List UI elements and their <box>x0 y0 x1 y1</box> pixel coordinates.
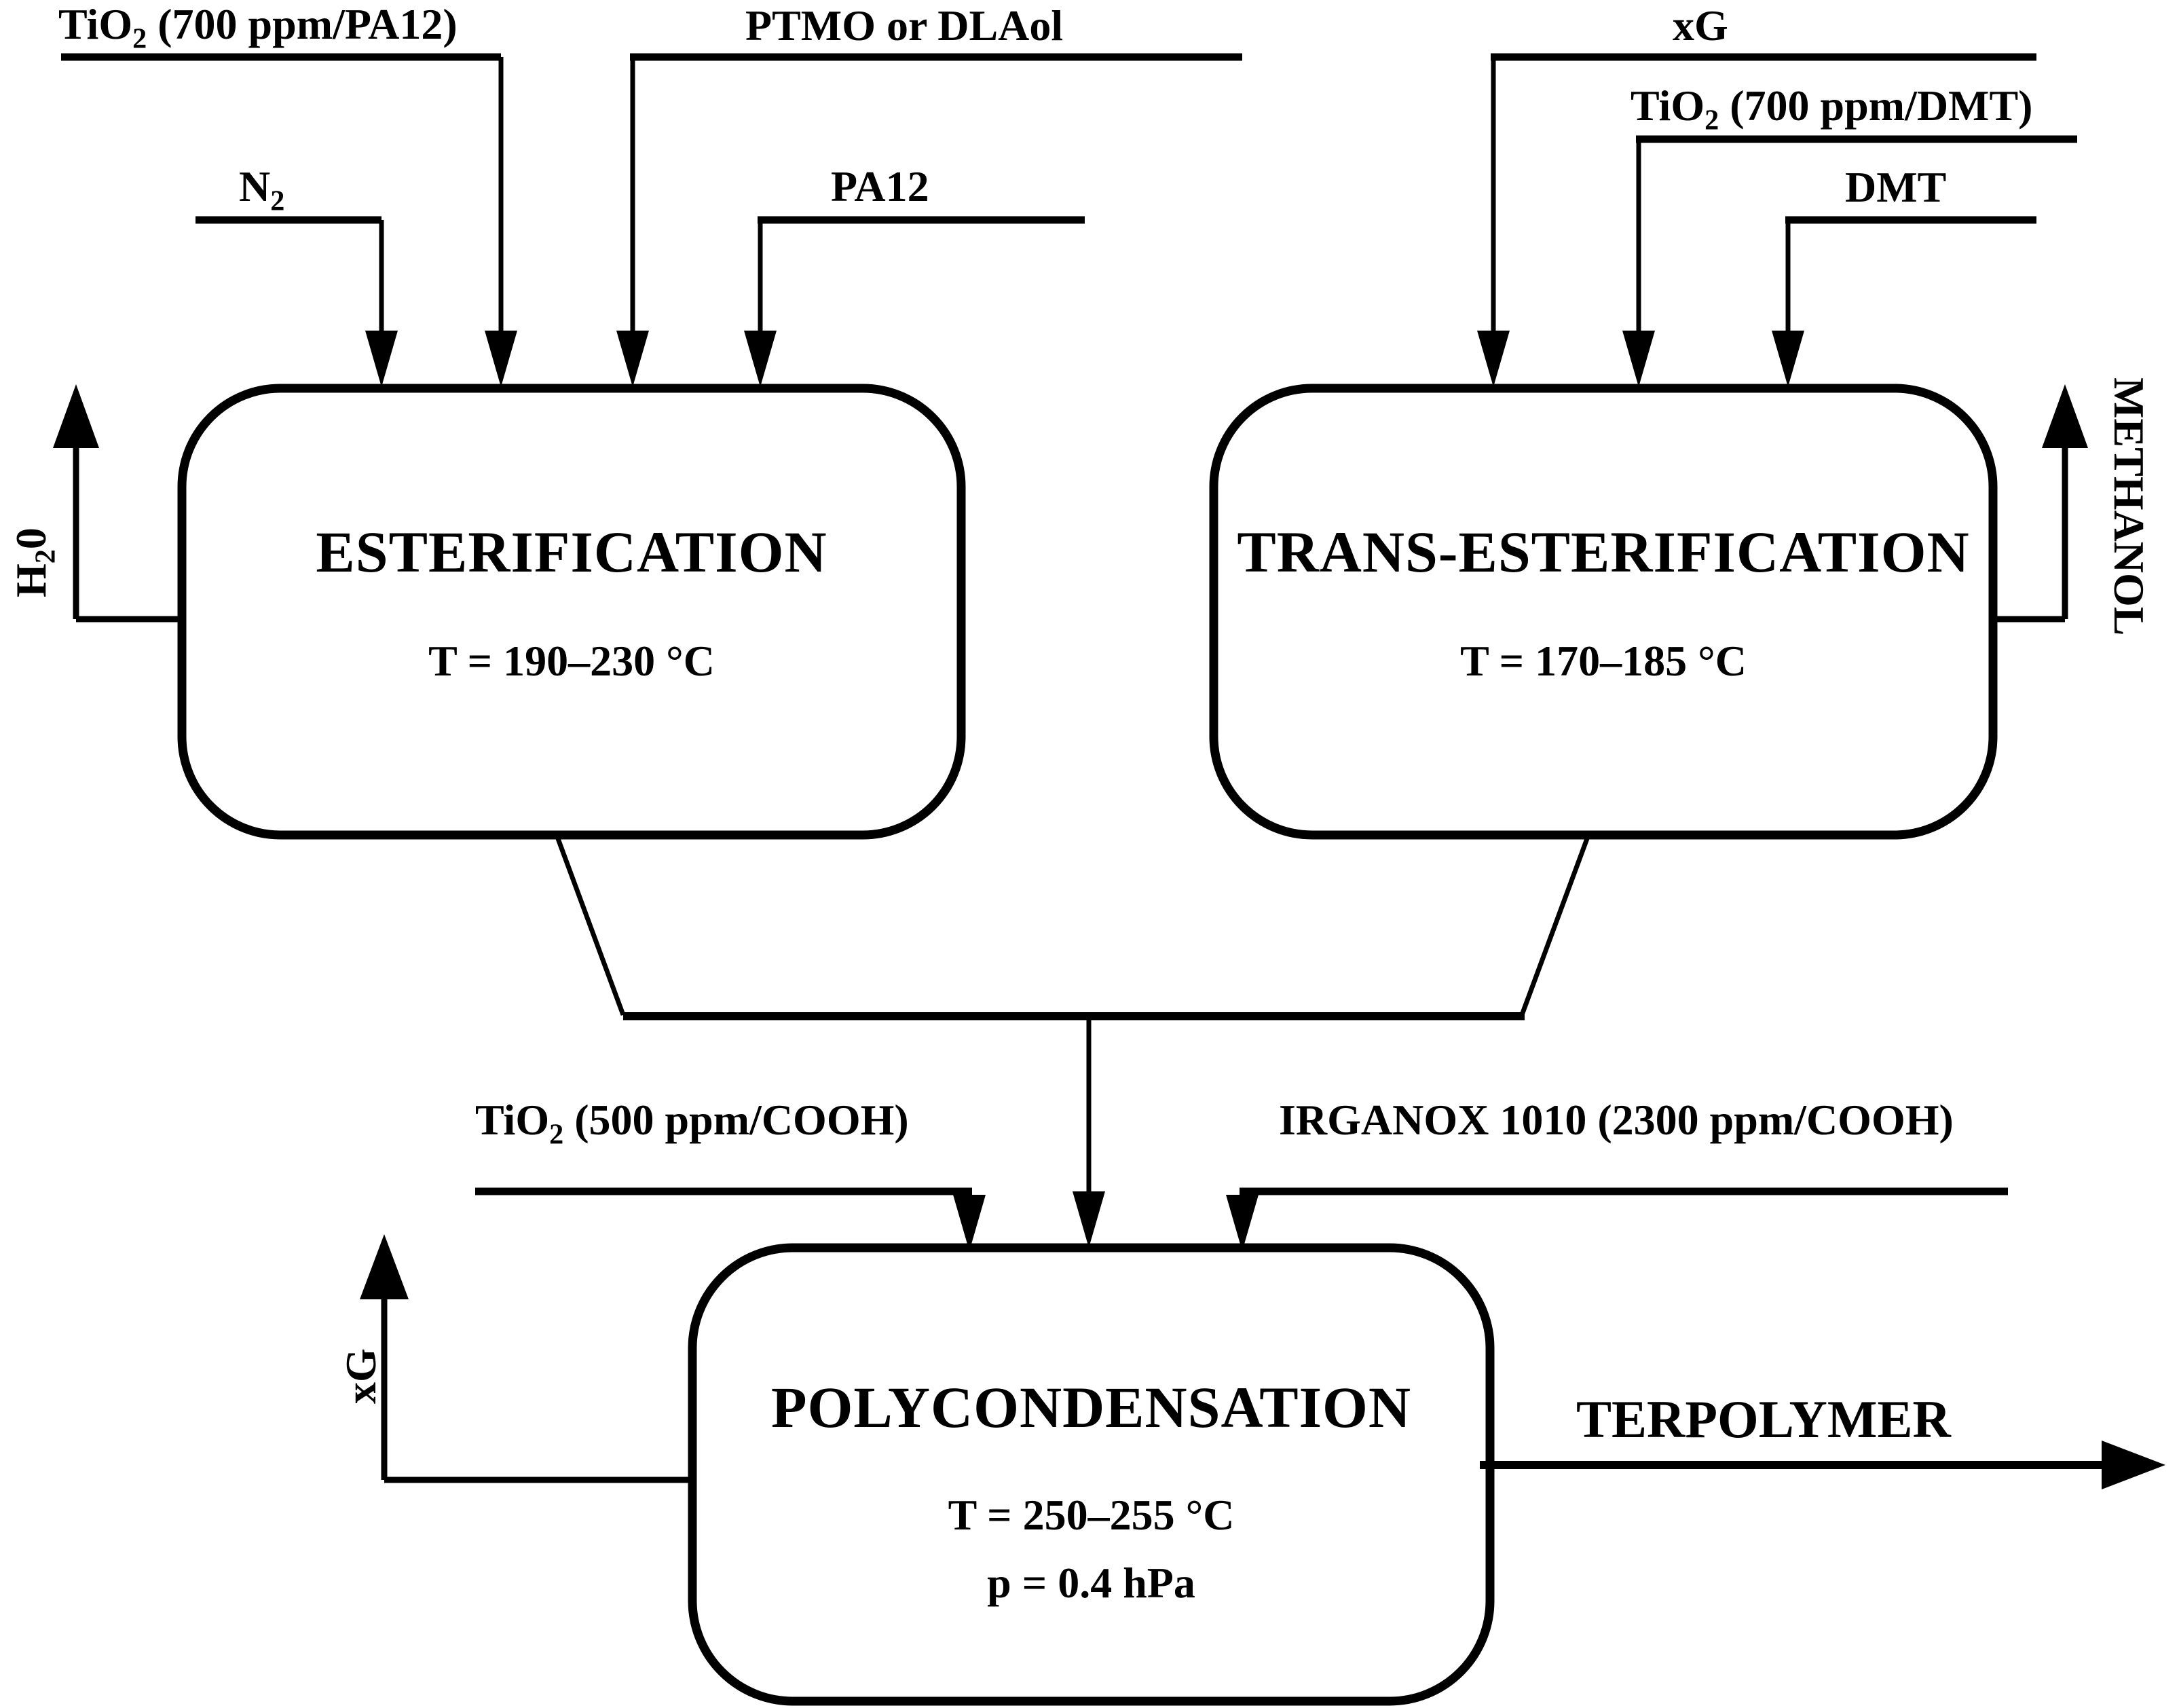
outlet-line-xg-vent <box>360 1234 692 1483</box>
feed-line-tio2-pa12 <box>61 53 517 387</box>
outlet-label-xg-vent: xG <box>337 1348 385 1404</box>
feed-line-tio2-dmt <box>1622 135 2077 387</box>
reactor-title-esterification: ESTERIFICATION <box>182 523 961 581</box>
feed-label-tio2-dmt: TiO2 (700 ppm/DMT) <box>1631 84 2032 135</box>
feed-label-tio2-cooh: TiO2 (500 ppm/COOH) <box>475 1098 909 1149</box>
reactor-condition-esterification-temp: T = 190–230 °C <box>182 639 961 683</box>
feed-label-subscript: 2 <box>1705 104 1719 136</box>
reactor-polycondensation-shape <box>688 1243 1495 1706</box>
outlet-label-rest: 0 <box>7 527 55 550</box>
feed-label-pa12: PA12 <box>831 165 929 208</box>
reactor-title-text: ESTERIFICATION <box>316 519 827 584</box>
feed-label-dmt: DMT <box>1845 166 1946 209</box>
feed-label-xg: xG <box>1673 4 1728 48</box>
feed-label-subscript: 2 <box>549 1118 564 1151</box>
reactor-trans-esterification-shape <box>1209 384 1998 840</box>
feed-line-pa12 <box>744 216 1085 387</box>
reactor-condition-trans-esterification-temp: T = 170–185 °C <box>1214 639 1993 683</box>
reactor-condition-text: p = 0.4 hPa <box>987 1559 1195 1607</box>
reactor-condition-text: T = 190–230 °C <box>428 637 715 685</box>
outlet-label-terpolymer: TERPOLYMER <box>1576 1393 1951 1446</box>
feed-line-n2 <box>195 216 398 387</box>
feed-label-text: PTMO or DLAol <box>745 1 1064 50</box>
feed-label-subscript: 2 <box>270 185 285 217</box>
outlet-label-methanol: METHANOL <box>2105 377 2153 636</box>
reactor-title-trans-esterification: TRANS-ESTERIFICATION <box>1203 523 2004 581</box>
reactor-condition-text: T = 170–185 °C <box>1460 637 1747 685</box>
feed-line-ptmo-dlaol <box>616 53 1242 387</box>
feed-label-text: TiO <box>475 1096 550 1144</box>
outlet-label-text: xG <box>337 1348 385 1404</box>
feed-label-text: TiO <box>58 0 133 48</box>
outlet-label-text: TERPOLYMER <box>1576 1390 1951 1449</box>
converging-lines <box>554 834 1591 1248</box>
feed-label-text: PA12 <box>831 162 929 210</box>
reactor-condition-text: T = 250–255 °C <box>948 1491 1235 1539</box>
outlet-line-water <box>53 384 182 623</box>
outlet-label-subscript: 2 <box>29 549 62 564</box>
reactor-condition-polycondensation-temp: T = 250–255 °C <box>692 1493 1490 1537</box>
feed-label-tio2-pa12: TiO2 (700 ppm/PA12) <box>58 3 458 54</box>
outlet-label-water: H20 <box>7 527 62 597</box>
feed-label-rest: (700 ppm/DMT) <box>1719 81 2033 130</box>
reactor-condition-polycondensation-pressure: p = 0.4 hPa <box>692 1561 1490 1605</box>
outlet-line-terpolymer <box>1480 1441 2165 1489</box>
outlet-label-text: H <box>7 563 55 597</box>
feed-label-text: DMT <box>1845 163 1947 211</box>
feed-label-irganox: IRGANOX 1010 (2300 ppm/COOH) <box>1279 1098 1954 1142</box>
outlet-label-text: METHANOL <box>2105 377 2153 636</box>
feed-label-n2: N2 <box>239 165 284 216</box>
reactor-title-text: TRANS-ESTERIFICATION <box>1237 519 1970 584</box>
feed-label-text: N <box>239 162 271 210</box>
reactor-esterification-shape <box>177 384 966 840</box>
feed-line-dmt <box>1772 216 2036 387</box>
feed-label-text: IRGANOX 1010 (2300 ppm/COOH) <box>1279 1096 1954 1144</box>
feed-label-subscript: 2 <box>132 22 147 55</box>
feed-line-xg <box>1477 53 2036 387</box>
feed-label-rest: (700 ppm/PA12) <box>147 0 458 48</box>
feed-label-ptmo-dlaol: PTMO or DLAol <box>745 4 1063 48</box>
reactor-title-text: POLYCONDENSATION <box>770 1375 1412 1440</box>
feed-label-text: xG <box>1673 1 1728 50</box>
feed-label-rest: (500 ppm/COOH) <box>563 1096 909 1144</box>
feed-line-irganox <box>1226 1187 2008 1251</box>
outlet-line-methanol <box>1993 384 2088 623</box>
feed-label-text: TiO <box>1631 81 1705 130</box>
feed-line-tio2-cooh <box>475 1187 986 1251</box>
reactor-title-polycondensation: POLYCONDENSATION <box>692 1378 1490 1436</box>
